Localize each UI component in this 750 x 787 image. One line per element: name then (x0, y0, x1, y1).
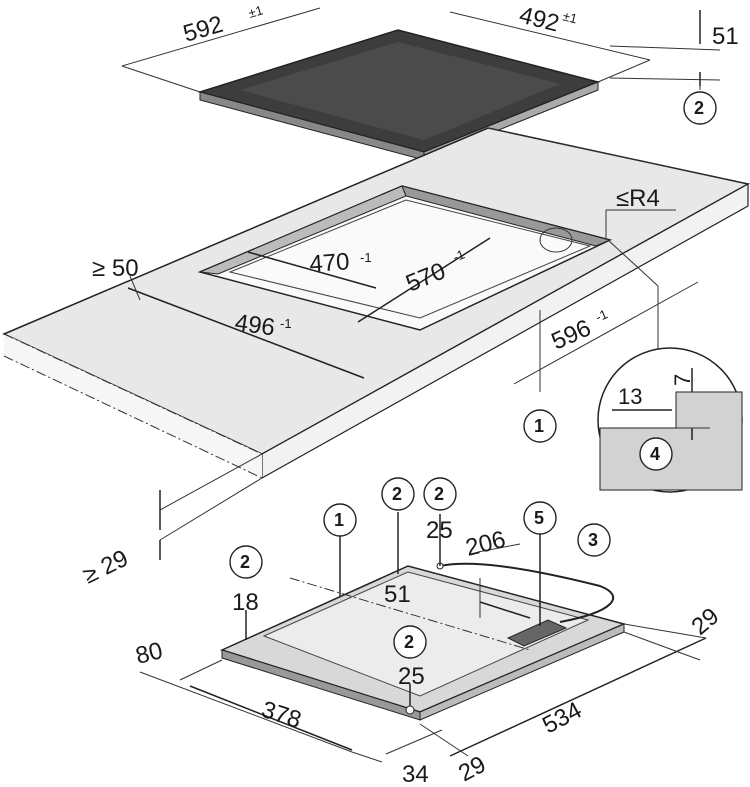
dim-base-51: 51 (384, 581, 411, 608)
svg-text:1: 1 (534, 416, 544, 436)
svg-text:4: 4 (650, 444, 660, 464)
callout-2-base-left: 2 (229, 545, 263, 579)
callout-4: 4 (639, 437, 673, 471)
callout-1-base: 1 (323, 503, 357, 537)
dim-hob-width-tol: ±1 (247, 3, 265, 21)
callout-3: 3 (577, 523, 611, 557)
thickness-dimension (159, 453, 263, 560)
dim-base-18: 18 (232, 589, 259, 616)
callout-2-top: 2 (683, 91, 717, 125)
corner-detail-marker (539, 227, 573, 253)
dim-hob-depth-tol: ±1 (561, 8, 579, 26)
dim-base-378: 378 (258, 696, 304, 734)
dim-min-edge: ≥ 50 (92, 255, 139, 282)
dim-base-34: 34 (402, 761, 429, 787)
dim-rebate-height: 7 (670, 374, 695, 386)
svg-text:2: 2 (434, 484, 444, 504)
callout-2-base-bottom: 2 (393, 625, 427, 659)
dim-cutout-depth-tol: -1 (360, 250, 372, 265)
dim-hob-height: 51 (712, 23, 739, 50)
hob-dimension-lines (121, 7, 721, 93)
dim-base-29-bottom: 29 (454, 751, 490, 787)
svg-text:2: 2 (404, 632, 414, 652)
callout-1-counter: 1 (523, 409, 557, 443)
dim-counter-cut-depth: 496 (233, 309, 276, 341)
callout-2-base-b: 2 (423, 477, 457, 511)
dim-counter-cut-width: 596 (547, 315, 595, 356)
svg-text:2: 2 (392, 484, 402, 504)
callout-5: 5 (523, 501, 557, 535)
dim-base-25-bottom: 25 (398, 663, 425, 690)
dim-base-25-top: 25 (426, 517, 453, 544)
svg-text:2: 2 (240, 552, 250, 572)
dim-rebate-depth: 13 (618, 384, 642, 409)
svg-text:3: 3 (588, 530, 598, 550)
svg-text:5: 5 (534, 508, 544, 528)
dim-radius: ≤R4 (616, 185, 660, 212)
svg-text:1: 1 (334, 510, 344, 530)
base-dimension-lines (139, 512, 707, 763)
dim-base-206: 206 (463, 526, 508, 562)
dim-cutout-width-tol: -1 (451, 247, 467, 265)
dim-min-thickness: ≥ 29 (79, 545, 133, 590)
dim-counter-cut-width-tol: -1 (593, 306, 610, 324)
dim-base-534: 534 (538, 697, 586, 740)
svg-text:2: 2 (694, 98, 704, 118)
callout-2-base-a: 2 (381, 477, 415, 511)
cutout-dimension-lines (127, 209, 699, 392)
dim-hob-width: 592 (180, 11, 226, 48)
dim-counter-cut-depth-tol: -1 (280, 316, 292, 331)
dim-base-29-right: 29 (687, 603, 725, 641)
countertop-cutout (197, 185, 613, 331)
dim-hob-depth: 492 (517, 2, 562, 38)
dim-cutout-depth: 470 (309, 248, 351, 278)
dim-base-80: 80 (133, 637, 165, 670)
hob-glass-top (197, 29, 601, 161)
rebate-detail (597, 347, 743, 493)
